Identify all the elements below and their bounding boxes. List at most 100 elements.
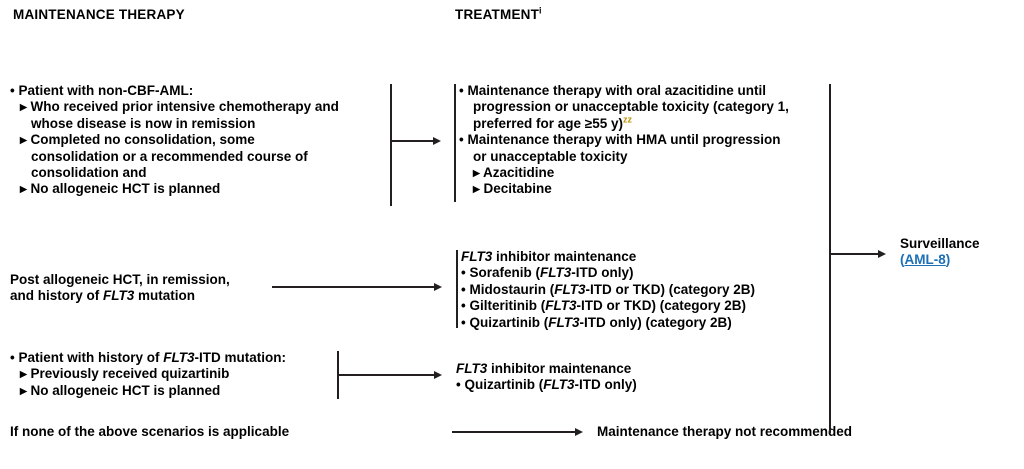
treatment-text: -ITD only) (category 2B) (579, 314, 732, 330)
treatment-line: • Gilteritinib (FLT3-ITD or TKD) (catego… (461, 298, 755, 314)
arrowhead-block4 (575, 428, 583, 436)
criteria-line: and history of FLT3 mutation (10, 288, 230, 304)
criteria-line: • Patient with history of FLT3-ITD mutat… (10, 350, 286, 366)
treatment-text: preferred for age ≥55 y) (473, 115, 623, 131)
treatment-oral-azacitidine: • Maintenance therapy with oral azacitid… (459, 83, 789, 198)
treatment-line: • Quizartinib (FLT3-ITD only) (category … (461, 315, 755, 331)
flt3-gene-text: FLT3 (554, 281, 586, 297)
treatment-line: preferred for age ≥55 y)zz (459, 114, 789, 132)
treatment-line: progression or unacceptable toxicity (ca… (459, 99, 789, 115)
treatment-text: • Sorafenib ( (461, 265, 540, 281)
surveillance-label-line: Surveillance (900, 236, 980, 252)
arrow-line-block2 (272, 286, 434, 288)
bracket-line-block1 (390, 84, 392, 206)
criteria-text: • Patient with non-CBF-AML: (10, 83, 194, 98)
paren-close: ) (945, 252, 951, 268)
criteria-text: • Patient with history of (10, 350, 164, 365)
treatment-text: • Maintenance therapy with HMA until pro… (459, 132, 781, 148)
treatment-text: progression or unacceptable toxicity (ca… (473, 99, 789, 115)
flt3-gene-text: FLT3 (543, 377, 575, 393)
treatment1-left-bar (454, 84, 456, 202)
treatment-text: • Midostaurin ( (461, 281, 555, 297)
flt3-gene-text: FLT3 (548, 314, 580, 330)
treatment-text: inhibitor maintenance (487, 361, 632, 376)
surveillance-link-line: (AML-8) (900, 252, 980, 268)
criteria-text: ▸ Completed no consolidation, some (20, 132, 255, 148)
arrow-line-block4 (452, 431, 575, 433)
paren-open: ( (900, 252, 905, 268)
treatment-line: • Sorafenib (FLT3-ITD only) (461, 265, 755, 281)
criteria-text: Post allogeneic HCT, in remission, (10, 272, 230, 287)
treatment-text: -ITD only) (571, 265, 634, 281)
criteria-text: mutation (134, 288, 196, 304)
treatment-text: • Maintenance therapy with oral azacitid… (459, 83, 767, 98)
surveillance-block: Surveillance (AML-8) (900, 236, 980, 269)
treatment-text: -ITD or TKD) (category 2B) (576, 298, 746, 314)
treatment-line: • Quizartinib (FLT3-ITD only) (456, 377, 637, 393)
arrowhead-surveillance (878, 250, 886, 258)
treatment-header-text: TREATMENT (455, 7, 540, 22)
treatment-line: • Midostaurin (FLT3-ITD or TKD) (categor… (461, 282, 755, 298)
criteria-text: If none of the above scenarios is applic… (10, 424, 290, 439)
treatment-text: inhibitor maintenance (492, 249, 637, 264)
criteria-line: ▸ Previously received quizartinib (10, 366, 286, 382)
treatment2-left-bar (456, 250, 458, 328)
criteria-line: ▸ No allogeneic HCT is planned (10, 181, 339, 197)
arrowhead-block2 (434, 283, 442, 291)
treatment-text: -ITD or TKD) (category 2B) (585, 281, 755, 297)
treatment-line: • Maintenance therapy with HMA until pro… (459, 132, 789, 148)
criteria-text: ▸ No allogeneic HCT is planned (20, 181, 221, 197)
aml-8-link[interactable]: AML-8 (904, 252, 946, 268)
treatment-text: ▸ Azacitidine (473, 165, 555, 181)
collector-line (829, 84, 831, 433)
footnote-zz-sup: zz (622, 114, 632, 125)
criteria-text: ▸ Who received prior intensive chemother… (20, 99, 339, 115)
treatment-line: FLT3 inhibitor maintenance (456, 361, 637, 377)
treatment-line: ▸ Decitabine (459, 181, 789, 197)
treatment-line: or unacceptable toxicity (459, 149, 789, 165)
criteria-line: consolidation and (10, 165, 339, 181)
criteria-none-applicable: If none of the above scenarios is applic… (10, 424, 289, 440)
treatment-text: -ITD only) (574, 377, 637, 393)
flt3-gene-text: FLT3 (545, 298, 577, 314)
treatment-flt3-inhibitors: FLT3 inhibitor maintenance • Sorafenib (… (461, 249, 755, 331)
criteria-line: ▸ No allogeneic HCT is planned (10, 383, 286, 399)
criteria-text: whose disease is now in remission (31, 115, 256, 131)
treatment-text: ▸ Decitabine (473, 181, 552, 197)
criteria-text: consolidation or a recommended course of (31, 148, 308, 164)
treatment-line: FLT3 inhibitor maintenance (461, 249, 755, 265)
flt3-gene-text: FLT3 (539, 265, 572, 281)
arrow-line-surveillance (830, 253, 878, 255)
criteria-line: ▸ Completed no consolidation, some (10, 132, 339, 148)
criteria-text: ▸ No allogeneic HCT is planned (20, 382, 221, 398)
criteria-post-allo-hct: Post allogeneic HCT, in remission, and h… (10, 272, 230, 305)
treatment-quizartinib: FLT3 inhibitor maintenance • Quizartinib… (456, 361, 637, 394)
criteria-line: Post allogeneic HCT, in remission, (10, 272, 230, 288)
treatment-text: • Gilteritinib ( (461, 298, 546, 314)
arrowhead-block3 (434, 371, 442, 379)
treatment-text: or unacceptable toxicity (473, 148, 628, 164)
criteria-line: ▸ Who received prior intensive chemother… (10, 99, 339, 115)
arrowhead-block1 (433, 137, 441, 145)
flt3-gene-text: FLT3 (461, 249, 493, 264)
criteria-text: -ITD mutation: (194, 350, 286, 365)
treatment-text: • Quizartinib ( (456, 377, 544, 393)
treatment-line: ▸ Azacitidine (459, 165, 789, 181)
criteria-line: consolidation or a recommended course of (10, 149, 339, 165)
criteria-text: consolidation and (31, 165, 147, 181)
flt3-gene-text: FLT3 (163, 350, 195, 365)
flt3-gene-text: FLT3 (456, 361, 488, 376)
criteria-text: ▸ Previously received quizartinib (20, 366, 230, 382)
treatment-not-recommended: Maintenance therapy not recommended (597, 424, 852, 440)
maintenance-column-header: MAINTENANCE THERAPY (13, 7, 185, 22)
treatment-line: • Maintenance therapy with oral azacitid… (459, 83, 789, 99)
flt3-gene-text: FLT3 (103, 288, 135, 304)
treatment-line: Maintenance therapy not recommended (597, 424, 852, 440)
surveillance-label: Surveillance (900, 236, 980, 251)
treatment-column-header: TREATMENTi (455, 6, 542, 22)
criteria-text: and history of (10, 288, 104, 304)
treatment-text: • Quizartinib ( (461, 314, 549, 330)
criteria-flt3-itd-history: • Patient with history of FLT3-ITD mutat… (10, 350, 286, 399)
criteria-line: whose disease is now in remission (10, 116, 339, 132)
